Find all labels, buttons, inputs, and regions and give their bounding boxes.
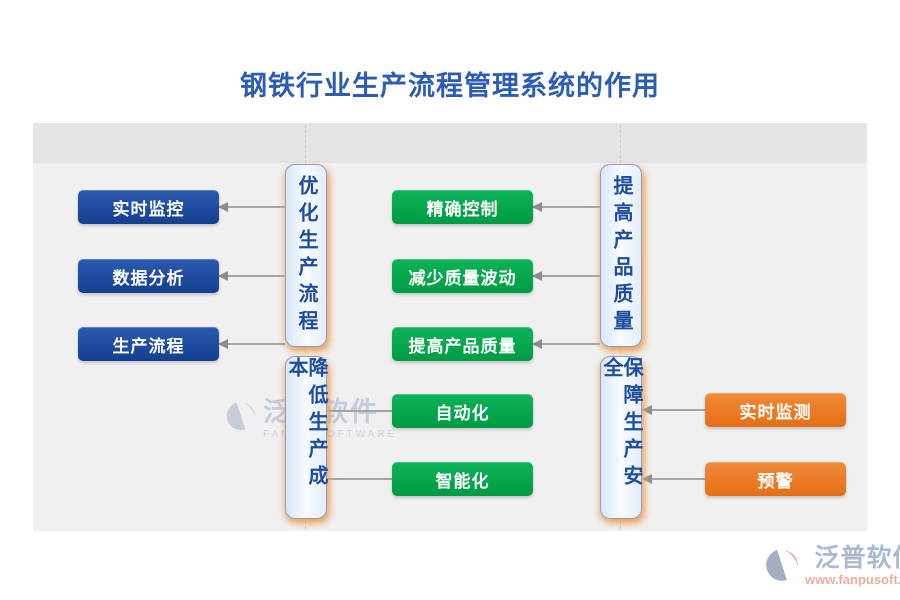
connector-arrow	[532, 339, 600, 348]
pill-ensure-production-safety: 保障生产安全	[600, 356, 642, 519]
box-improve-product-quality: 提高产品质量	[392, 327, 533, 361]
box-data-analysis: 数据分析	[78, 259, 219, 293]
connector-arrow	[642, 405, 705, 414]
connector-line	[327, 478, 392, 480]
box-label: 减少质量波动	[408, 268, 517, 288]
box-label: 实时监测	[739, 402, 812, 422]
pill-optimize-production-process: 优化生产流程	[285, 164, 327, 347]
box-production-process: 生产流程	[78, 327, 219, 361]
footer-logo: 泛普软件 www.fanpusoft.com	[763, 545, 900, 588]
connector-arrow	[218, 202, 285, 211]
box-label: 实时监控	[112, 199, 185, 219]
box-label: 智能化	[435, 471, 490, 491]
connector-arrow	[532, 202, 600, 211]
connector-arrow	[642, 474, 705, 483]
box-label: 预警	[757, 471, 794, 491]
box-label: 提高产品质量	[408, 336, 517, 356]
fanpu-logo-icon	[226, 402, 256, 431]
watermark-subtext: FANPU SOFTWARE	[263, 429, 398, 440]
box-label: 自动化	[435, 403, 490, 423]
pill-label: 优化生产流程	[295, 174, 317, 337]
pill-label: 提高产品质量	[610, 174, 632, 337]
box-precise-control: 精确控制	[392, 190, 533, 224]
box-early-warning: 预警	[705, 462, 846, 496]
box-real-time-detection: 实时监测	[705, 393, 846, 427]
connector-arrow	[218, 339, 285, 348]
watermark-brand: 泛普软件	[263, 399, 397, 426]
canvas-header-band	[33, 123, 867, 163]
connector-arrow	[218, 271, 285, 280]
box-label: 精确控制	[426, 199, 499, 219]
box-automation: 自动化	[392, 394, 533, 428]
box-label: 数据分析	[112, 268, 185, 288]
box-reduce-quality-fluctuation: 减少质量波动	[392, 259, 533, 293]
footer-url: www.fanpusoft.com	[805, 572, 900, 588]
pill-label: 保障生产安全	[600, 357, 642, 492]
pill-reduce-production-cost: 降低生产成本	[285, 356, 327, 519]
connector-arrow	[532, 271, 600, 280]
diagram-title: 钢铁行业生产流程管理系统的作用	[240, 71, 660, 101]
pill-improve-product-quality: 提高产品质量	[600, 164, 642, 347]
box-real-time-monitoring: 实时监控	[78, 190, 219, 224]
footer-brand: 泛普软件	[814, 545, 900, 572]
connector-line	[327, 410, 392, 412]
pill-label: 降低生产成本	[285, 357, 327, 492]
fanpu-logo-icon	[766, 549, 798, 581]
box-intelligence: 智能化	[392, 462, 533, 496]
box-label: 生产流程	[112, 336, 185, 356]
